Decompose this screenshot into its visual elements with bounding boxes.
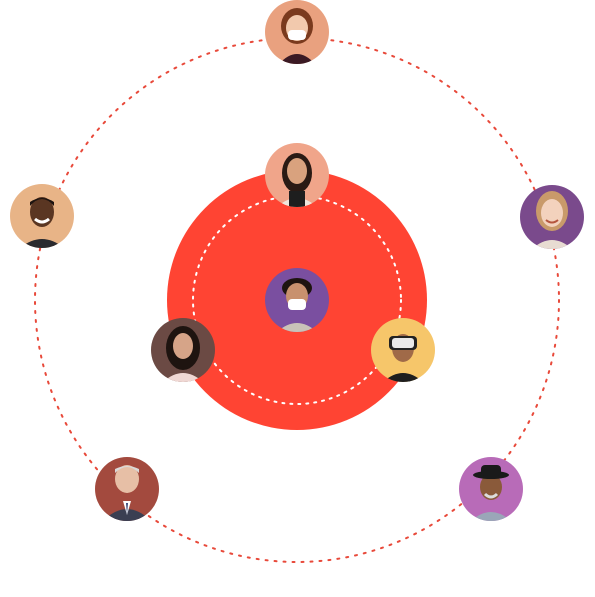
person-with-mask-icon xyxy=(265,268,329,332)
avatar-center xyxy=(265,268,329,332)
person-with-hat-icon xyxy=(459,457,523,521)
avatar-left xyxy=(10,184,74,248)
person-with-mask-icon xyxy=(265,0,329,64)
avatar-bottom-right xyxy=(459,457,523,521)
avatar-inner-top xyxy=(265,143,329,207)
person-older-icon xyxy=(95,457,159,521)
avatar-top xyxy=(265,0,329,64)
person-with-vr-headset-icon xyxy=(371,318,435,382)
avatar-inner-left xyxy=(151,318,215,382)
person-icon xyxy=(151,318,215,382)
avatar-right xyxy=(520,185,584,249)
avatar-inner-right xyxy=(371,318,435,382)
avatar-bottom-left xyxy=(95,457,159,521)
person-smiling-icon xyxy=(10,184,74,248)
person-smiling-icon xyxy=(520,185,584,249)
person-icon xyxy=(265,143,329,207)
